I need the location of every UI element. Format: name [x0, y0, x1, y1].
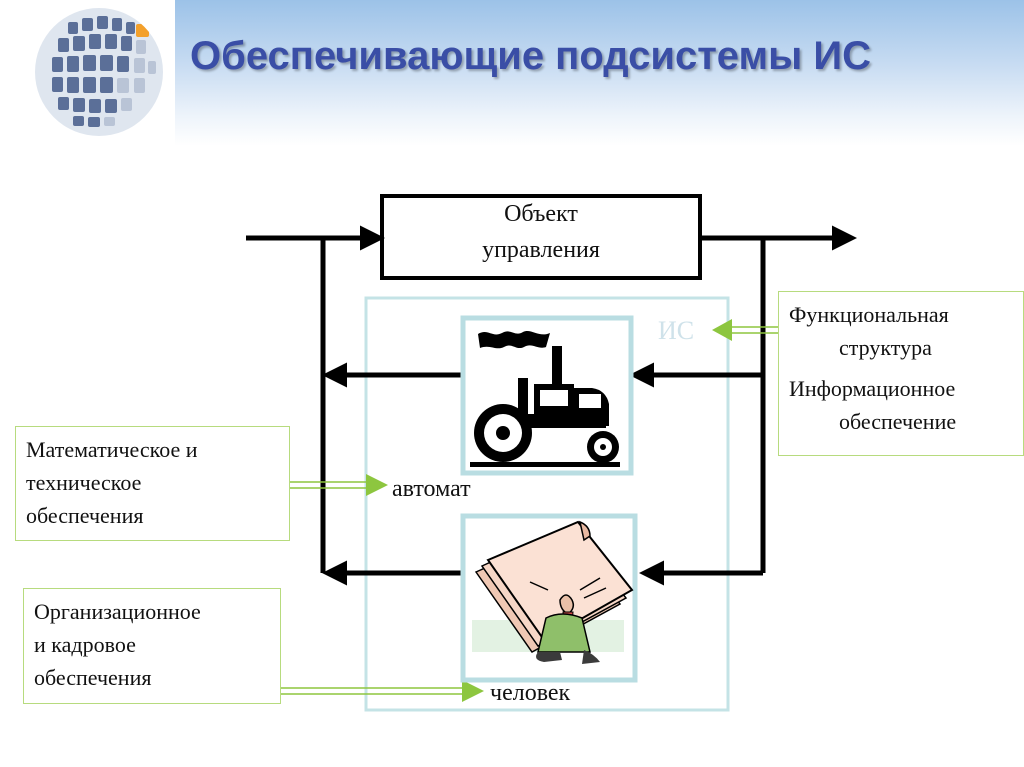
green-arrow-org: [281, 680, 484, 702]
page-title: Обеспечивающие подсистемы ИС: [190, 34, 871, 78]
person-with-papers-icon: [472, 520, 634, 664]
object-of-control-label: Объект управления: [482, 201, 600, 263]
is-label: ИС: [658, 316, 695, 345]
tractor-icon: [470, 331, 620, 467]
object-box: [380, 194, 702, 280]
green-arrow-math: [290, 474, 388, 496]
automat-label: автомат: [392, 476, 471, 502]
math-technical-box: Математическое и техническое обеспечения: [15, 426, 290, 541]
green-arrow-functional: [712, 319, 778, 341]
is-frame: [364, 296, 730, 712]
globe-logo-icon: [35, 8, 163, 136]
human-label: человек: [490, 680, 571, 706]
organizational-staff-box: Организационное и кадровое обеспечения: [23, 588, 281, 704]
functional-structure-box: Функциональная структура Информационное …: [778, 291, 1024, 456]
header-band: [175, 0, 1024, 146]
